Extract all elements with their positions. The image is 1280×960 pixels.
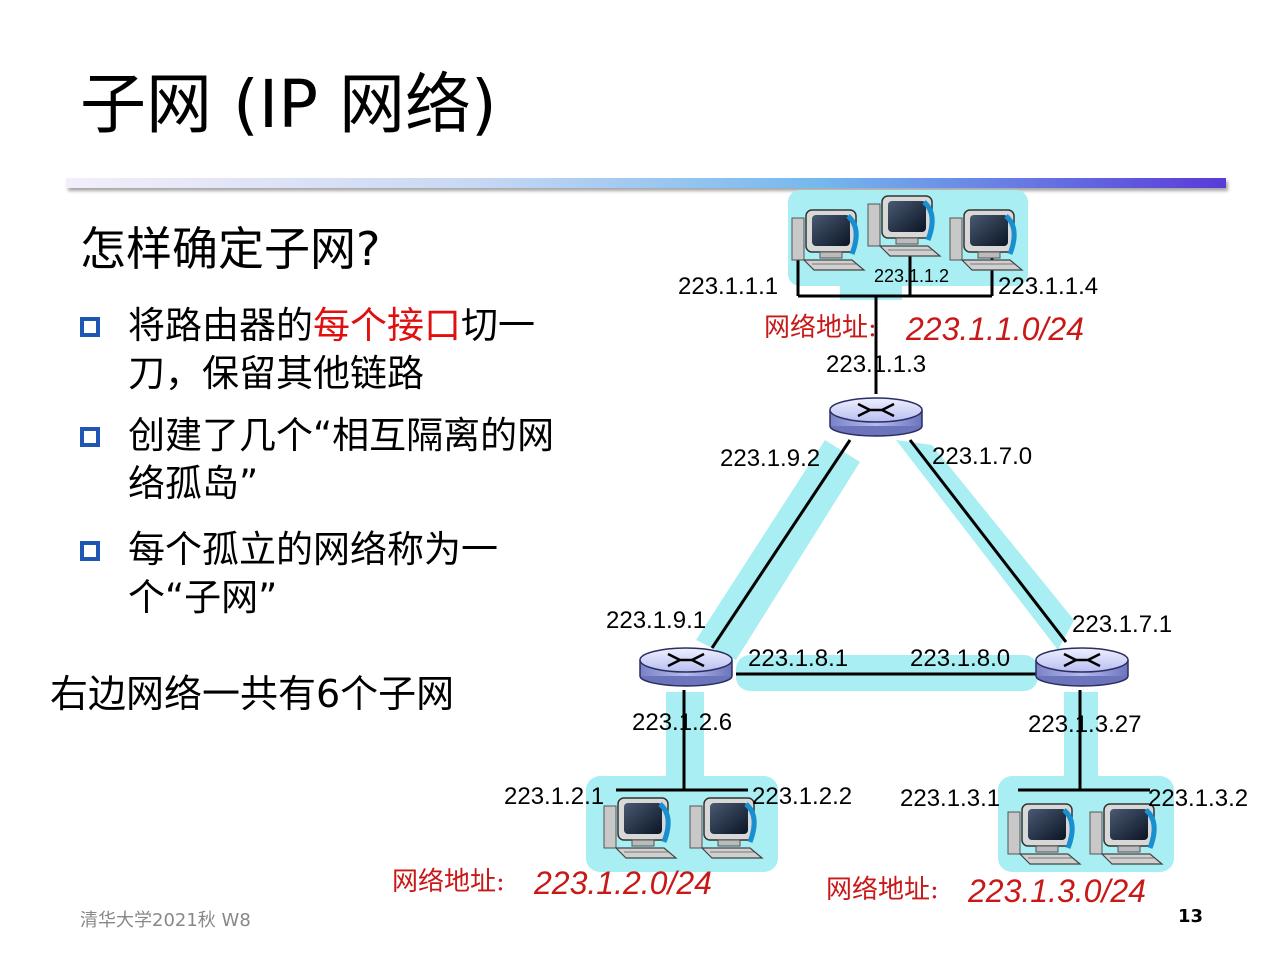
question-heading: 怎样确定子网? bbox=[80, 222, 381, 276]
network-address: 223.1.1.0/24 bbox=[905, 311, 1084, 347]
router-icon bbox=[828, 396, 924, 438]
addr-label: 223.1.1.2 bbox=[874, 266, 949, 286]
footer-course: 清华大学2021秋 W8 bbox=[80, 910, 251, 931]
subnet-halo-right-link bbox=[896, 440, 1074, 650]
network-address-prefix: 网络地址: bbox=[764, 313, 877, 343]
addr-label: 223.1.1.1 bbox=[678, 273, 778, 300]
bullet-1-highlight: 每个接口 bbox=[313, 304, 461, 347]
addr-label: 223.1.9.1 bbox=[606, 607, 706, 634]
addr-label: 223.1.8.1 bbox=[748, 645, 848, 672]
addr-label: 223.1.9.2 bbox=[720, 445, 820, 472]
network-address-prefix: 网络地址: bbox=[826, 875, 939, 905]
bullet-1-text-before: 将路由器的 bbox=[128, 304, 313, 347]
square-bullet-icon bbox=[80, 427, 100, 447]
addr-label: 223.1.2.1 bbox=[504, 783, 604, 810]
link-top-left bbox=[710, 439, 852, 649]
network-address: 223.1.3.0/24 bbox=[967, 873, 1146, 909]
addr-label: 223.1.2.2 bbox=[752, 783, 852, 810]
title-underline bbox=[66, 178, 1226, 188]
router-icon bbox=[638, 646, 734, 688]
addr-label: 223.1.1.4 bbox=[998, 273, 1098, 300]
bullet-text-1: 将路由器的每个接口切一刀，保留其他链路 bbox=[128, 302, 588, 398]
addr-label: 223.1.3.27 bbox=[1028, 711, 1141, 738]
addr-label: 223.1.3.1 bbox=[900, 785, 1000, 812]
bullet-text-3: 每个孤立的网络称为一个“子网” bbox=[128, 528, 498, 619]
addr-label: 223.1.3.2 bbox=[1148, 785, 1248, 812]
addr-label: 223.1.7.0 bbox=[932, 443, 1032, 470]
router-icon bbox=[1034, 646, 1130, 688]
network-address-prefix: 网络地址: bbox=[392, 867, 505, 897]
bullet-1-text-after: 切一刀，保留其他链路 bbox=[128, 304, 535, 395]
network-links bbox=[616, 250, 1150, 792]
bullet-text-2: 创建了几个“相互隔离的网络孤岛” bbox=[128, 414, 555, 505]
square-bullet-icon bbox=[80, 541, 100, 561]
slide-title: 子网 (IP 网络) bbox=[80, 66, 497, 143]
link-top-right bbox=[908, 439, 1068, 643]
addr-label: 223.1.8.0 bbox=[910, 645, 1010, 672]
network-address: 223.1.2.0/24 bbox=[533, 865, 712, 901]
addr-label: 223.1.2.6 bbox=[632, 709, 732, 736]
subnet-halo-top-link bbox=[840, 286, 902, 300]
addr-label: 223.1.7.1 bbox=[1072, 611, 1172, 638]
subnet-count-summary: 右边网络一共有6个子网 bbox=[50, 672, 455, 716]
addr-label: 223.1.1.3 bbox=[826, 351, 926, 378]
page-number: 13 bbox=[1178, 906, 1204, 927]
square-bullet-icon bbox=[80, 317, 100, 337]
